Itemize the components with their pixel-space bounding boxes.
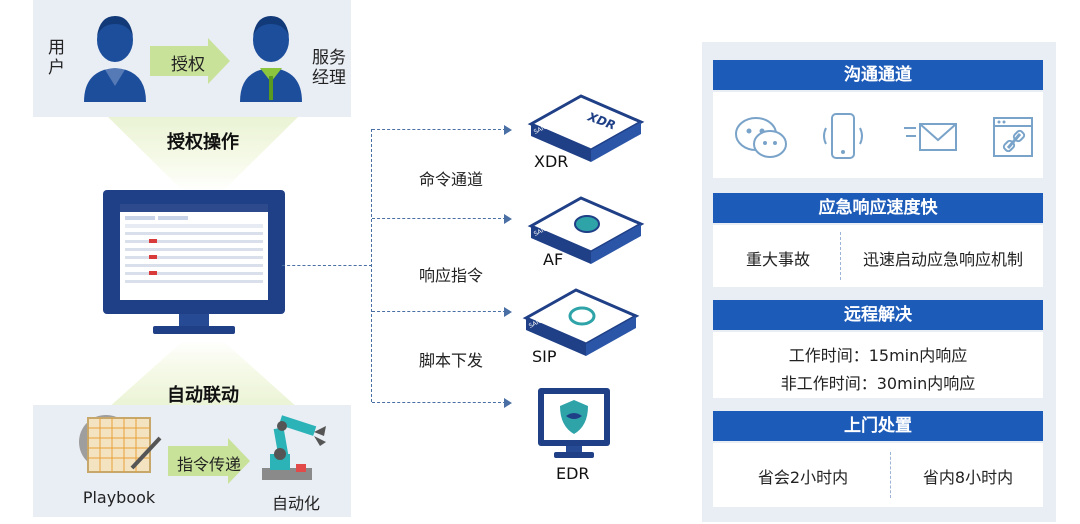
connector-trunk — [282, 265, 372, 266]
onsite-handling-title: 上门处置 — [844, 416, 912, 436]
capital-2h-text: 省会2小时内 — [757, 468, 849, 487]
manager-avatar-icon — [240, 16, 302, 102]
remote-resolution-header: 远程解决 — [713, 300, 1043, 330]
remote-resolution-body — [713, 332, 1043, 398]
communication-channel-header: 沟通通道 — [713, 60, 1043, 90]
arrow-af-icon — [504, 214, 512, 224]
emergency-response-body — [713, 225, 1043, 287]
province-8h-text: 省内8小时内 — [922, 468, 1014, 487]
web-link-icon — [993, 117, 1033, 157]
arrow-xdr-icon — [504, 125, 512, 135]
rapid-response-text: 迅速启动应急响应机制 — [862, 250, 1023, 269]
emergency-response-title: 应急响应速度快 — [818, 198, 938, 218]
edr-label: EDR — [556, 464, 590, 483]
sip-label: SIP — [532, 347, 557, 366]
arrow-edr-icon — [504, 398, 512, 408]
script-dispatch-label: 脚本下发 — [419, 351, 484, 370]
playbook-icon — [79, 415, 162, 473]
wechat-icon — [735, 117, 787, 158]
response-command-label: 响应指令 — [419, 266, 484, 285]
auth-operation-title: 授权操作 — [167, 132, 239, 153]
connector-af — [372, 218, 506, 219]
robot-arm-icon — [262, 415, 326, 480]
phone-icon — [823, 113, 863, 159]
instruction-arrow-icon — [168, 438, 250, 484]
emergency-divider — [840, 232, 841, 280]
af-device-icon: SANGFOR — [527, 196, 645, 264]
onsite-handling-body — [713, 443, 1043, 507]
onsite-divider — [890, 452, 891, 498]
connector-sip — [372, 311, 506, 312]
connector-xdr — [372, 129, 506, 130]
connector-edr — [372, 402, 506, 403]
remote-resolution-title: 远程解决 — [844, 305, 912, 325]
grant-label: 授权 — [171, 55, 205, 75]
manager-label: 服务经理 — [312, 48, 346, 88]
af-label: AF — [543, 250, 564, 269]
arrow-sip-icon — [504, 307, 512, 317]
instruction-label: 指令传递 — [176, 455, 241, 474]
emergency-response-header: 应急响应速度快 — [713, 193, 1043, 223]
xdr-label: XDR — [534, 152, 569, 171]
email-icon — [904, 123, 957, 151]
automation-label: 自动化 — [271, 494, 320, 513]
off-hours-response-text: 非工作时间：30min内响应 — [780, 374, 976, 393]
command-channel-label: 命令通道 — [419, 170, 484, 189]
onsite-handling-header: 上门处置 — [713, 411, 1043, 441]
edr-monitor-icon — [538, 388, 610, 458]
sip-device-icon: SANGFOR — [522, 288, 640, 356]
connector-spine — [371, 129, 372, 402]
major-incident-text: 重大事故 — [745, 250, 810, 269]
user-label: 用户 — [48, 38, 65, 78]
monitor-dashboard-icon — [103, 190, 285, 334]
xdr-device-icon: XDR SANGFOR — [527, 94, 645, 162]
work-hours-response-text: 工作时间：15min内响应 — [788, 346, 968, 365]
grant-arrow-icon — [150, 38, 230, 84]
playbook-label: Playbook — [82, 488, 156, 507]
communication-channel-title: 沟通通道 — [844, 65, 912, 85]
user-avatar-icon — [84, 16, 146, 102]
auto-link-title: 自动联动 — [167, 385, 239, 406]
